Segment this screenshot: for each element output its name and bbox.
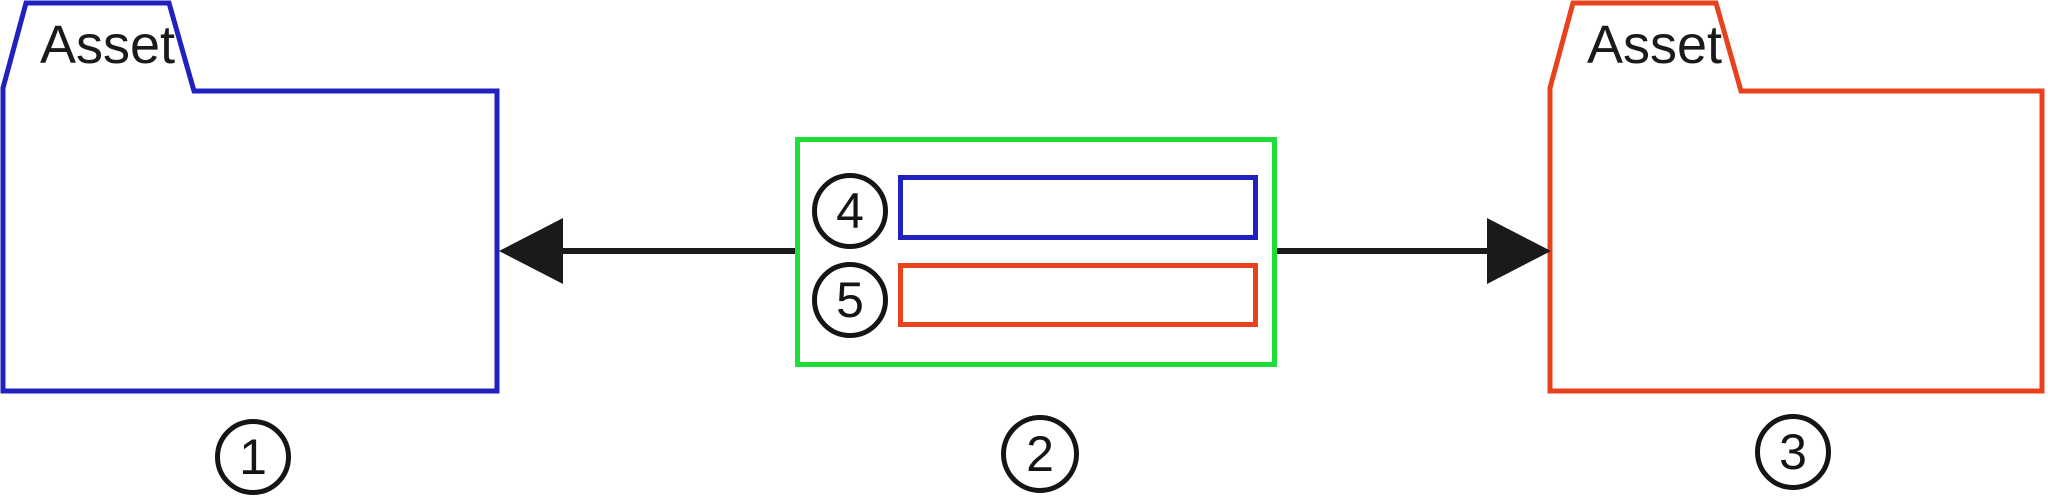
- badge-3: 3: [1755, 414, 1831, 490]
- left-folder-shape: [0, 0, 500, 394]
- right-folder-shape: [1547, 0, 2045, 394]
- right-folder-label: Asset: [1587, 15, 1723, 75]
- badge-3-number: 3: [1779, 424, 1807, 480]
- badge-4: 4: [812, 173, 888, 249]
- badge-5: 5: [812, 262, 888, 338]
- badge-2: 2: [1001, 415, 1079, 493]
- left-arrow-head-icon: [499, 218, 563, 284]
- badge-5-number: 5: [836, 272, 864, 328]
- right-arrow-head-icon: [1487, 218, 1551, 284]
- badge-4-number: 4: [836, 183, 864, 239]
- blue-asset-bar: [898, 175, 1258, 240]
- mapping-box: [795, 137, 1277, 367]
- badge-1-number: 1: [239, 429, 267, 485]
- left-folder-label: Asset: [40, 15, 176, 75]
- red-asset-bar: [898, 263, 1258, 327]
- badge-1: 1: [215, 419, 291, 495]
- badge-2-number: 2: [1026, 426, 1054, 482]
